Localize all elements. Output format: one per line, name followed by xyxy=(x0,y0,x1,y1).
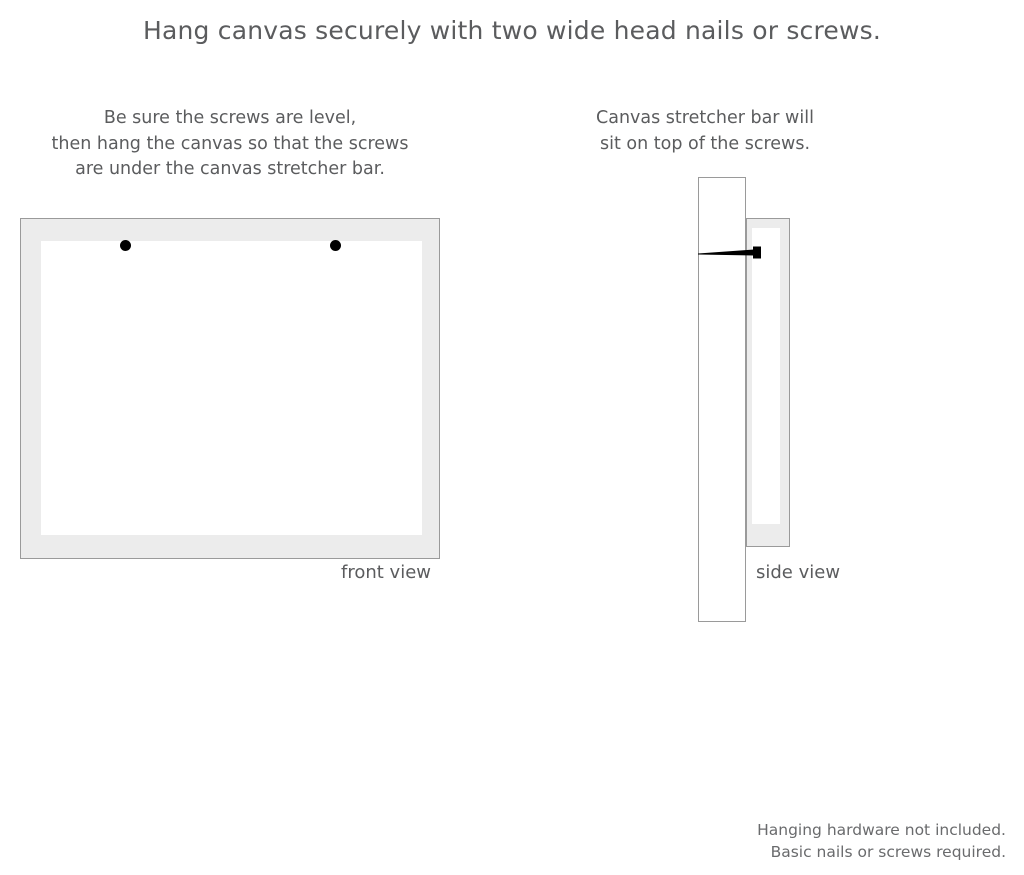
footer-line-1: Hanging hardware not included. xyxy=(757,821,1006,839)
front-view-caption-line-1: Be sure the screws are level, xyxy=(103,108,357,128)
footer-disclaimer: Hanging hardware not included. Basic nai… xyxy=(757,819,1006,863)
front-view-caption-line-3: are under the canvas stretcher bar. xyxy=(75,159,385,179)
front-view-caption: Be sure the screws are level, then hang … xyxy=(20,106,440,183)
side-view-caption: Canvas stretcher bar will sit on top of … xyxy=(588,106,822,157)
side-view-label: side view xyxy=(756,562,841,583)
front-view-canvas-frame xyxy=(20,218,440,559)
side-view-canvas-face xyxy=(752,228,780,524)
front-view-canvas-face xyxy=(41,241,422,535)
footer-line-2: Basic nails or screws required. xyxy=(770,843,1006,861)
side-view-caption-line-1: Canvas stretcher bar will xyxy=(596,108,814,128)
side-view-caption-line-2: sit on top of the screws. xyxy=(599,133,811,154)
front-view-caption-line-2: then hang the canvas so that the screws xyxy=(51,133,409,154)
side-view-screw-icon xyxy=(698,246,761,259)
front-view-label: front view xyxy=(341,562,431,583)
front-view-left-screw-icon xyxy=(120,240,131,251)
front-view-right-screw-icon xyxy=(330,240,341,251)
page-title: Hang canvas securely with two wide head … xyxy=(142,16,882,45)
